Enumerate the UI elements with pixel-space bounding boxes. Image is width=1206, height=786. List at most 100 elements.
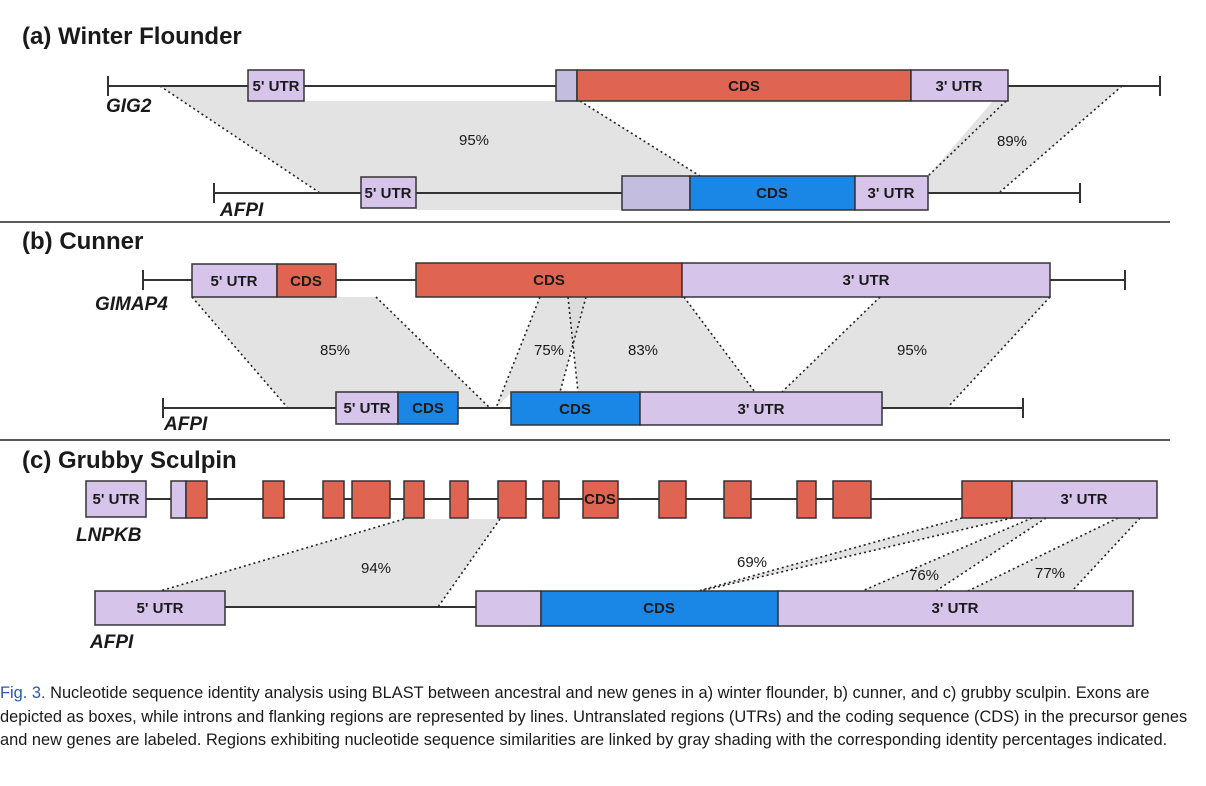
utr5-box-gimap4 xyxy=(191,263,278,298)
panel-c: (c) Grubby Sculpin 5' UTR CDS xyxy=(22,447,1158,653)
connector-c-5 xyxy=(861,517,1033,592)
exon-box xyxy=(658,480,687,519)
identity-pct-c-1: 94% xyxy=(361,560,391,577)
exon-box xyxy=(322,480,345,519)
figure-label: Fig. 3. xyxy=(0,684,46,702)
utr3-label-lnpkb: 3' UTR xyxy=(1061,491,1108,508)
exon-box xyxy=(262,480,285,519)
exon-box xyxy=(542,480,560,519)
utr3-box-afpi-c xyxy=(777,590,1134,627)
cds-label-afpi-b-1: CDS xyxy=(412,400,444,417)
identity-shading-b-3 xyxy=(568,297,755,392)
identity-shading-c-3 xyxy=(862,518,1046,591)
gene-name-afpi-a: AFPI xyxy=(219,200,264,221)
exon-box xyxy=(961,480,1013,519)
exon-box xyxy=(796,480,817,519)
gene-name-gig2: GIG2 xyxy=(106,96,152,117)
utr3-label-gig2: 3' UTR xyxy=(936,78,983,95)
identity-pct-b-3: 83% xyxy=(628,342,658,359)
utr5-label-afpi-c: 5' UTR xyxy=(137,600,184,617)
utr3-label-gimap4: 3' UTR xyxy=(843,272,890,289)
utr5-fragment-gig2 xyxy=(555,69,578,102)
connector-c-6 xyxy=(935,517,1047,592)
connector-a-1 xyxy=(159,85,321,194)
cds-label-gimap4-1: CDS xyxy=(290,273,322,290)
cds-box-afpi-c xyxy=(540,590,779,627)
utr5-box-lnpkb xyxy=(85,480,147,518)
connector-b-8 xyxy=(947,296,1051,408)
identity-shading-c-4 xyxy=(968,518,1140,591)
identity-pct-c-4: 77% xyxy=(1035,565,1065,582)
exon-box xyxy=(351,480,391,519)
utr3-box-afpi-b xyxy=(639,391,883,426)
utr5-box-gig2 xyxy=(247,69,305,102)
exon-box xyxy=(723,480,752,519)
cds-label-afpi-c: CDS xyxy=(643,600,675,617)
cds-box-afpi-b-1 xyxy=(397,391,459,425)
connector-b-2 xyxy=(375,296,491,409)
utr5-fragment-afpi-a xyxy=(621,175,691,211)
panel-a-title: (a) Winter Flounder xyxy=(22,23,242,50)
utr5-label-lnpkb: 5' UTR xyxy=(93,491,140,508)
identity-pct-b-4: 95% xyxy=(897,342,927,359)
gene-name-lnpkb: LNPKB xyxy=(76,525,142,546)
utr5-box-afpi-a xyxy=(360,176,417,209)
panel-b-title: (b) Cunner xyxy=(22,228,143,255)
panel-c-title: (c) Grubby Sculpin xyxy=(22,447,237,474)
identity-pct-c-2: 69% xyxy=(737,554,767,571)
connector-c-8 xyxy=(1071,517,1141,592)
identity-pct-b-2: 75% xyxy=(534,342,564,359)
cds-box-lnpkb xyxy=(582,480,619,519)
utr3-box-gig2 xyxy=(910,69,1009,102)
exon-box xyxy=(449,480,469,519)
exon-box xyxy=(185,480,208,519)
gene-name-afpi-b: AFPI xyxy=(163,414,208,435)
gene-name-afpi-c: AFPI xyxy=(89,632,134,653)
figure-svg: (a) Winter Flounder 5' UTR CDS 3' UTR GI… xyxy=(0,23,1170,653)
panel-b: (b) Cunner 5' UTR CDS CDS 3' UTR GIMAP4 xyxy=(22,228,1126,435)
connector-a-3 xyxy=(927,100,1007,177)
utr3-label-afpi-c: 3' UTR xyxy=(932,600,979,617)
figure: (a) Winter Flounder 5' UTR CDS 3' UTR GI… xyxy=(0,23,1170,653)
exon-box xyxy=(497,480,527,519)
identity-shading-b-4 xyxy=(782,297,1050,407)
utr5-fragment-afpi-c xyxy=(475,590,542,627)
utr5-label-afpi-a: 5' UTR xyxy=(365,185,412,202)
identity-pct-a-1: 95% xyxy=(459,132,489,149)
figure-caption: Fig. 3. Nucleotide sequence identity ana… xyxy=(0,682,1200,753)
utr3-box-gimap4 xyxy=(681,262,1051,298)
cds-label-lnpkb: CDS xyxy=(584,491,616,508)
utr3-label-afpi-b: 3' UTR xyxy=(738,401,785,418)
utr-exon-lnpkb xyxy=(170,480,187,519)
exon-box xyxy=(403,480,425,519)
identity-shading-a-1 xyxy=(160,86,700,210)
caption-text: Nucleotide sequence identity analysis us… xyxy=(0,684,1188,749)
gene-name-gimap4: GIMAP4 xyxy=(95,294,168,315)
cds-label-gimap4-2: CDS xyxy=(533,272,565,289)
identity-pct-a-2: 89% xyxy=(997,133,1027,150)
cds-label-afpi-b-2: CDS xyxy=(559,401,591,418)
exon-box xyxy=(832,480,872,519)
utr5-label-afpi-b: 5' UTR xyxy=(344,400,391,417)
utr3-box-lnpkb xyxy=(1011,480,1158,519)
identity-pct-b-1: 85% xyxy=(320,342,350,359)
connector-c-3 xyxy=(697,517,963,592)
connector-c-4 xyxy=(699,517,1013,592)
identity-shading-c-1 xyxy=(160,519,500,607)
connector-a-4 xyxy=(999,85,1123,193)
identity-shading-b-2 xyxy=(496,297,586,408)
cds-box-gimap4-1 xyxy=(276,263,337,298)
cds-box-afpi-a xyxy=(689,175,856,211)
utr5-box-afpi-c xyxy=(94,590,226,626)
utr5-label-gimap4: 5' UTR xyxy=(211,273,258,290)
connector-b-4 xyxy=(567,296,579,393)
identity-shading-a-2 xyxy=(928,86,1122,192)
connector-a-2 xyxy=(579,100,701,177)
connector-b-5 xyxy=(559,296,587,393)
cds-label-afpi-a: CDS xyxy=(756,185,788,202)
utr3-box-afpi-a xyxy=(854,175,929,211)
identity-pct-c-3: 76% xyxy=(909,567,939,584)
utr5-label-gig2: 5' UTR xyxy=(253,78,300,95)
cds-label-gig2: CDS xyxy=(728,78,760,95)
connector-b-1 xyxy=(191,296,288,408)
